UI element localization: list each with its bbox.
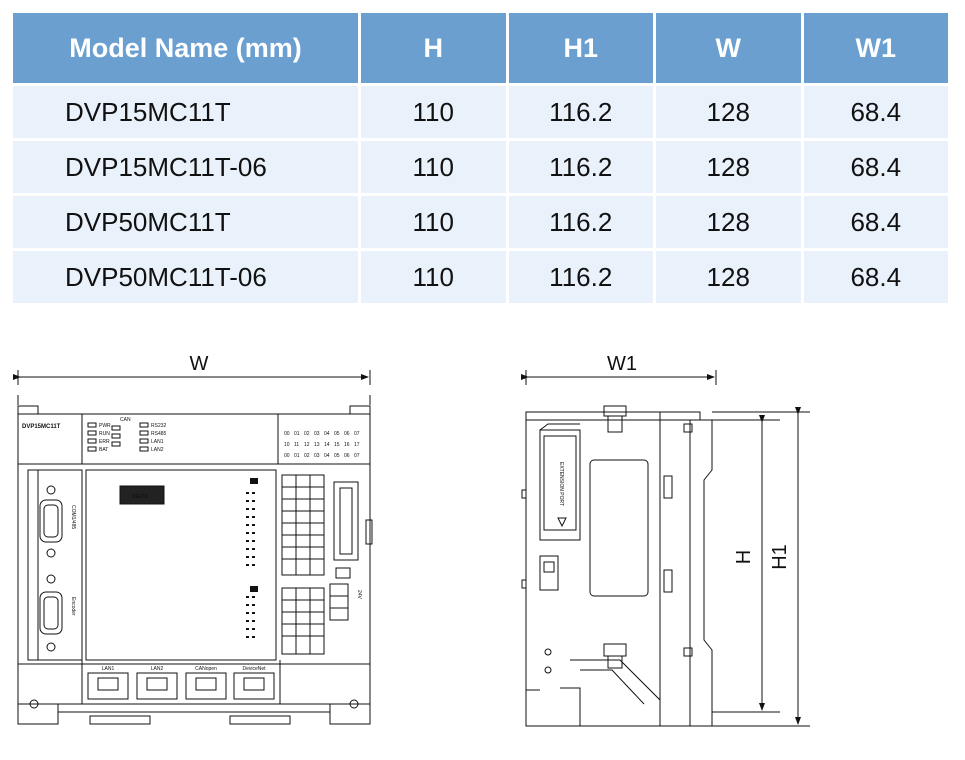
extension-port-label: EXTENSION PORT — [558, 462, 564, 506]
io-15: 15 — [334, 442, 340, 448]
side-window — [589, 459, 649, 597]
io-01: 01 — [294, 431, 300, 437]
io-07: 07 — [354, 431, 360, 437]
brand-label: DELTA — [132, 494, 148, 500]
cell-w: 128 — [656, 251, 801, 303]
devicenet-port — [233, 672, 275, 700]
io-04: 04 — [324, 431, 330, 437]
cell-h: 110 — [361, 251, 506, 303]
header-w: W — [656, 13, 801, 83]
com-port-connector — [39, 485, 63, 558]
table-header-row: Model Name (mm) H H1 W W1 — [13, 13, 948, 83]
led-lan1: LAN1 — [151, 439, 164, 445]
lan-port-1 — [87, 672, 129, 700]
io-02: 02 — [304, 431, 310, 437]
canopen-port — [185, 672, 227, 700]
led-rs485: RS485 — [151, 431, 167, 437]
io-13: 13 — [314, 442, 320, 448]
cell-h: 110 — [361, 141, 506, 193]
io-07-b: 07 — [354, 453, 360, 459]
cell-w1: 68.4 — [803, 86, 948, 138]
io-00-b: 00 — [284, 453, 290, 459]
cell-h1: 116.2 — [508, 141, 653, 193]
led-err: ERR — [99, 439, 110, 445]
io-16: 16 — [344, 442, 350, 448]
cell-w1: 68.4 — [803, 196, 948, 248]
io-10: 10 — [284, 442, 290, 448]
brand-logo — [119, 485, 165, 505]
cell-w: 128 — [656, 196, 801, 248]
encoder-port-label: Encoder — [70, 597, 76, 616]
cell-h: 110 — [361, 196, 506, 248]
header-h: H — [361, 13, 506, 83]
expansion-slot — [333, 481, 359, 561]
w-dimension-label: W — [190, 353, 209, 375]
table-row: DVP50MC11T-06 110 116.2 128 68.4 — [13, 251, 948, 303]
led-run: RUN — [99, 431, 110, 437]
io-00: 00 — [284, 431, 290, 437]
canopen-port-label: CANopen — [195, 666, 217, 672]
io-12: 12 — [304, 442, 310, 448]
devicenet-port-label: DeviceNet — [242, 666, 266, 672]
led-bat: BAT — [99, 447, 108, 453]
table-row: DVP50MC11T 110 116.2 128 68.4 — [13, 196, 948, 248]
lan1-port-label: LAN1 — [102, 666, 115, 672]
side-view-drawing: W1 EXTENSION PORT — [521, 353, 810, 727]
cell-model: DVP50MC11T-06 — [13, 251, 358, 303]
w1-dimension-label: W1 — [607, 353, 637, 375]
io-14: 14 — [324, 442, 330, 448]
header-h1: H1 — [508, 13, 653, 83]
dimension-table: Model Name (mm) H H1 W W1 DVP15MC11T 110… — [10, 10, 951, 306]
io-terminal-block-lower — [281, 587, 325, 655]
led-rs232: RS232 — [151, 423, 167, 429]
can-label: CAN — [120, 417, 131, 423]
io-17: 17 — [354, 442, 360, 448]
io-05-b: 05 — [334, 453, 340, 459]
header-w1: W1 — [803, 13, 948, 83]
cell-w: 128 — [656, 141, 801, 193]
h1-dimension-label: H1 — [769, 544, 791, 570]
cell-h1: 116.2 — [508, 251, 653, 303]
cell-h1: 116.2 — [508, 86, 653, 138]
cell-h: 110 — [361, 86, 506, 138]
cell-h1: 116.2 — [508, 196, 653, 248]
table-row: DVP15MC11T-06 110 116.2 128 68.4 — [13, 141, 948, 193]
power-terminal — [329, 583, 349, 621]
com-port-label: COM1/485 — [70, 505, 76, 529]
io-06: 06 — [344, 431, 350, 437]
io-04-b: 04 — [324, 453, 330, 459]
cell-model: DVP50MC11T — [13, 196, 358, 248]
io-terminal-block-upper — [281, 474, 325, 576]
table-row: DVP15MC11T 110 116.2 128 68.4 — [13, 86, 948, 138]
h-dimension-label: H — [733, 550, 755, 564]
cell-w: 128 — [656, 86, 801, 138]
lan2-port-label: LAN2 — [151, 666, 164, 672]
encoder-port-connector — [39, 574, 63, 652]
cell-w1: 68.4 — [803, 251, 948, 303]
io-05: 05 — [334, 431, 340, 437]
io-02-b: 02 — [304, 453, 310, 459]
io-01-b: 01 — [294, 453, 300, 459]
lan-port-2 — [136, 672, 178, 700]
led-lan2: LAN2 — [151, 447, 164, 453]
cell-w1: 68.4 — [803, 141, 948, 193]
cell-model: DVP15MC11T — [13, 86, 358, 138]
led-pwr: PWR — [99, 423, 111, 429]
extension-port-module — [539, 429, 581, 541]
io-11: 11 — [294, 442, 299, 448]
io-03: 03 — [314, 431, 320, 437]
power-label: 24V — [356, 590, 362, 600]
io-06-b: 06 — [344, 453, 350, 459]
model-label: DVP15MC11T — [22, 424, 61, 430]
cell-model: DVP15MC11T-06 — [13, 141, 358, 193]
front-view-drawing: W DVP15MC11T PWR RUN ERR BAT CAN — [13, 353, 373, 725]
dimension-drawings: W DVP15MC11T PWR RUN ERR BAT CAN — [13, 353, 810, 727]
header-model-name: Model Name (mm) — [13, 13, 358, 83]
io-03-b: 03 — [314, 453, 320, 459]
